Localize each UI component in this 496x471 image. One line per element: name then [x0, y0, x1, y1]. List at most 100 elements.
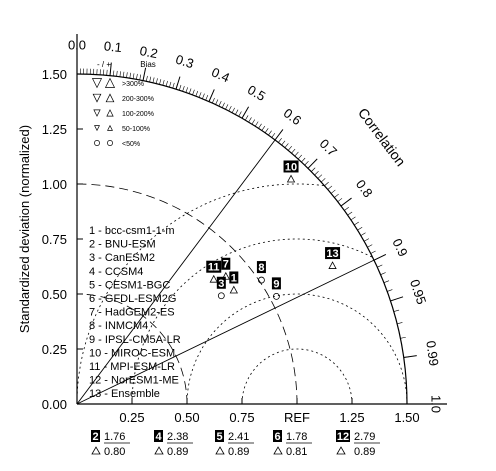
corr-minor-tick	[294, 151, 299, 157]
rms-arc-0.25	[241, 348, 353, 404]
offscale-corr: 0.89	[167, 446, 188, 458]
corr-minor-tick	[132, 73, 135, 79]
corr-minor-tick	[383, 280, 390, 283]
bias-up-triangle-icon	[107, 124, 113, 131]
correlation-label: Correlation	[355, 105, 409, 169]
point-label: 11	[208, 262, 220, 274]
point-label: 1	[231, 272, 237, 284]
corr-minor-tick	[324, 181, 329, 186]
point-label-box	[216, 276, 226, 289]
bias-row-label: >300%	[122, 81, 144, 88]
corr-minor-tick	[254, 121, 259, 127]
corr-minor-tick	[287, 146, 292, 151]
model-list-item: 6 - GFDL-ESM2G	[89, 293, 176, 305]
offscale-label-box	[91, 430, 100, 442]
corr-minor-tick	[179, 84, 182, 91]
corr-minor-tick	[251, 119, 256, 125]
corr-minor-tick	[113, 70, 115, 77]
corr-minor-tick	[261, 125, 266, 131]
ref-label: REF	[284, 410, 310, 425]
correlation-lines	[76, 139, 375, 405]
corr-major-tick	[307, 158, 318, 169]
x-tick-label: 0.50	[174, 410, 199, 425]
model-list-item: 11 - MPI-ESM-LR	[89, 361, 175, 373]
corr-minor-tick	[225, 104, 229, 110]
corr-line-0.9	[76, 259, 375, 405]
offscale-triangle-icon	[154, 446, 164, 455]
corr-minor-tick	[122, 71, 125, 78]
corr-major-tick	[175, 76, 181, 90]
y-tick-label: 1.25	[42, 122, 67, 137]
corr-minor-tick	[119, 71, 121, 77]
point-marker-circle	[217, 292, 225, 300]
bias-down-triangle-icon	[91, 78, 103, 89]
point-label: 13	[326, 248, 338, 260]
corr-tick-label: 0.5	[245, 82, 268, 104]
offscale-std: 1.78	[286, 431, 307, 443]
corr-minor-tick	[360, 232, 366, 236]
corr-minor-tick	[311, 167, 316, 172]
offscale-triangle-icon	[273, 446, 283, 455]
bias-row-label: <50%	[122, 141, 140, 148]
offscale-label: 12	[337, 431, 349, 443]
offscale-corr: 0.89	[228, 446, 249, 458]
bias-circle-icon	[107, 140, 113, 146]
offscale-triangle-icon	[91, 446, 101, 455]
corr-minor-tick	[317, 174, 323, 179]
corr-major-tick	[142, 67, 147, 81]
corr-minor-tick	[136, 73, 138, 80]
corr-major-tick	[390, 296, 404, 302]
corr-line-0.6	[76, 139, 276, 405]
point-label: 8	[258, 262, 264, 274]
corr-minor-tick	[268, 130, 272, 136]
offscale-triangle-icon	[336, 446, 346, 455]
corr-tick-label: 0.2	[138, 43, 159, 61]
corr-minor-tick	[192, 89, 195, 95]
y-tick-label: 1.00	[42, 177, 67, 192]
offscale-corr: 0.81	[286, 446, 307, 458]
corr-minor-tick	[218, 100, 222, 107]
offscale-std: 2.79	[354, 431, 375, 443]
corr-minor-tick	[149, 76, 152, 83]
point-marker-triangle	[328, 261, 337, 269]
corr-minor-tick	[400, 336, 406, 339]
point-label: 10	[285, 161, 297, 173]
corr-minor-tick	[258, 123, 262, 129]
bias-sign-header: - / +	[97, 60, 111, 69]
point-label-box	[256, 261, 266, 274]
offscale-std: 1.76	[104, 431, 125, 443]
bias-up-triangle-icon	[106, 109, 114, 117]
corr-minor-tick	[337, 198, 343, 202]
y-tick-label: 1.50	[42, 67, 67, 82]
corr-minor-tick	[126, 72, 128, 78]
corr-minor-tick	[231, 107, 235, 113]
corr-minor-tick	[301, 157, 306, 163]
std-arc-0.5	[76, 293, 188, 405]
offscale-std: 2.38	[167, 431, 188, 443]
point-label: 9	[273, 278, 279, 290]
model-list-item: 4 - CCSM4	[89, 266, 143, 278]
point-label-box	[283, 160, 299, 173]
offscale-label-box	[273, 430, 282, 442]
corr-minor-tick	[284, 143, 289, 148]
corr-minor-tick	[377, 264, 383, 268]
model-list-item: 12 - NorESM1-ME	[89, 375, 179, 387]
corr-minor-tick	[363, 238, 370, 242]
rms-arc-1	[76, 183, 324, 404]
model-list-item: 2 - BNU-ESM	[89, 239, 156, 251]
point-label-box	[229, 271, 239, 284]
model-list-item: 3 - CanESM2	[89, 252, 155, 264]
corr-minor-tick	[188, 88, 192, 94]
corr-minor-tick	[304, 160, 309, 166]
point-marker-triangle	[229, 285, 238, 294]
corr-minor-tick	[169, 81, 172, 88]
bias-down-triangle-icon	[93, 109, 101, 117]
corr-minor-tick	[235, 109, 239, 115]
bias-title: Bias	[140, 60, 156, 69]
offscale-label: 4	[155, 431, 162, 443]
corr-tick-label: 0.7	[317, 136, 340, 159]
x-tick-label: 0.75	[229, 410, 254, 425]
corr-minor-tick	[228, 105, 232, 112]
point-label-box	[325, 247, 341, 260]
